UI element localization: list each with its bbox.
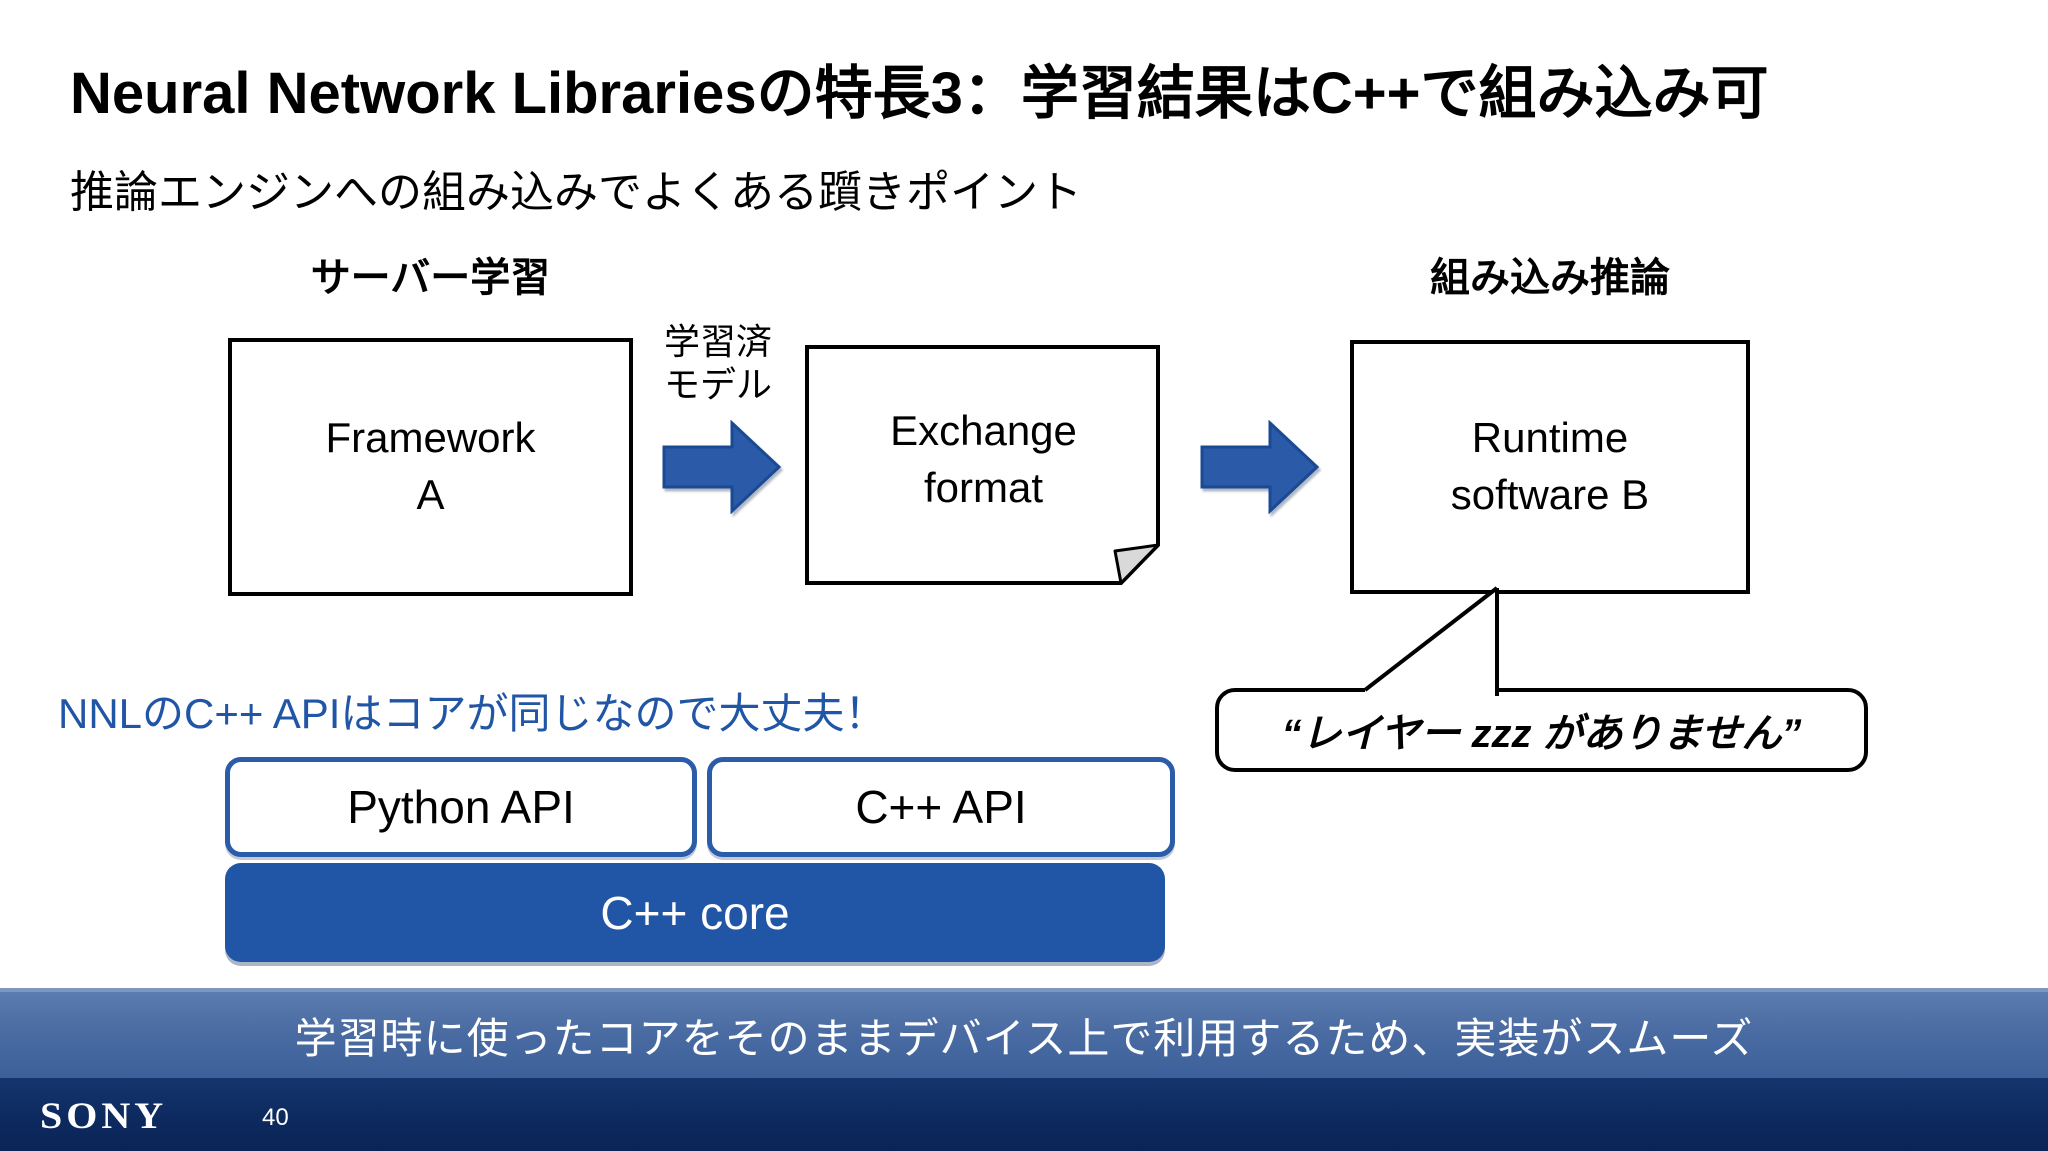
cpp-api-box: C++ API	[707, 757, 1175, 857]
trained-model-label: 学習済 モデル	[663, 321, 772, 406]
page-subtitle: 推論エンジンへの組み込みでよくある躓きポイント	[70, 168, 1082, 217]
exchange-format-label: Exchange format	[890, 407, 1077, 511]
arrow-right-icon	[1200, 420, 1320, 514]
summary-banner: 学習時に使ったコアをそのままデバイス上で利用するため、実装がスムーズ	[0, 988, 2048, 1078]
runtime-software-b-box: Runtime software B	[1350, 340, 1750, 594]
arrow-right-icon	[662, 420, 782, 514]
page-number: 40	[262, 1104, 289, 1131]
page-title: Neural Network Librariesの特長3：学習結果はC++で組み…	[70, 61, 1769, 126]
error-speech-bubble: “レイヤー zzz がありません”	[1215, 688, 1868, 772]
footer-bar: SONY 40	[0, 1078, 2048, 1151]
callout-tail	[1363, 586, 1499, 696]
cpp-core-box: C++ core	[225, 863, 1165, 962]
framework-a-box: Framework A	[228, 338, 633, 596]
nnl-core-note: NNLのC++ APIはコアが同じなので大丈夫！	[58, 690, 887, 737]
server-training-label: サーバー学習	[310, 256, 551, 300]
python-api-box: Python API	[225, 757, 697, 857]
embedded-inference-label: 組み込み推論	[1430, 256, 1670, 300]
exchange-format-document-shape	[805, 345, 1160, 585]
sony-logo: SONY	[40, 1094, 168, 1137]
